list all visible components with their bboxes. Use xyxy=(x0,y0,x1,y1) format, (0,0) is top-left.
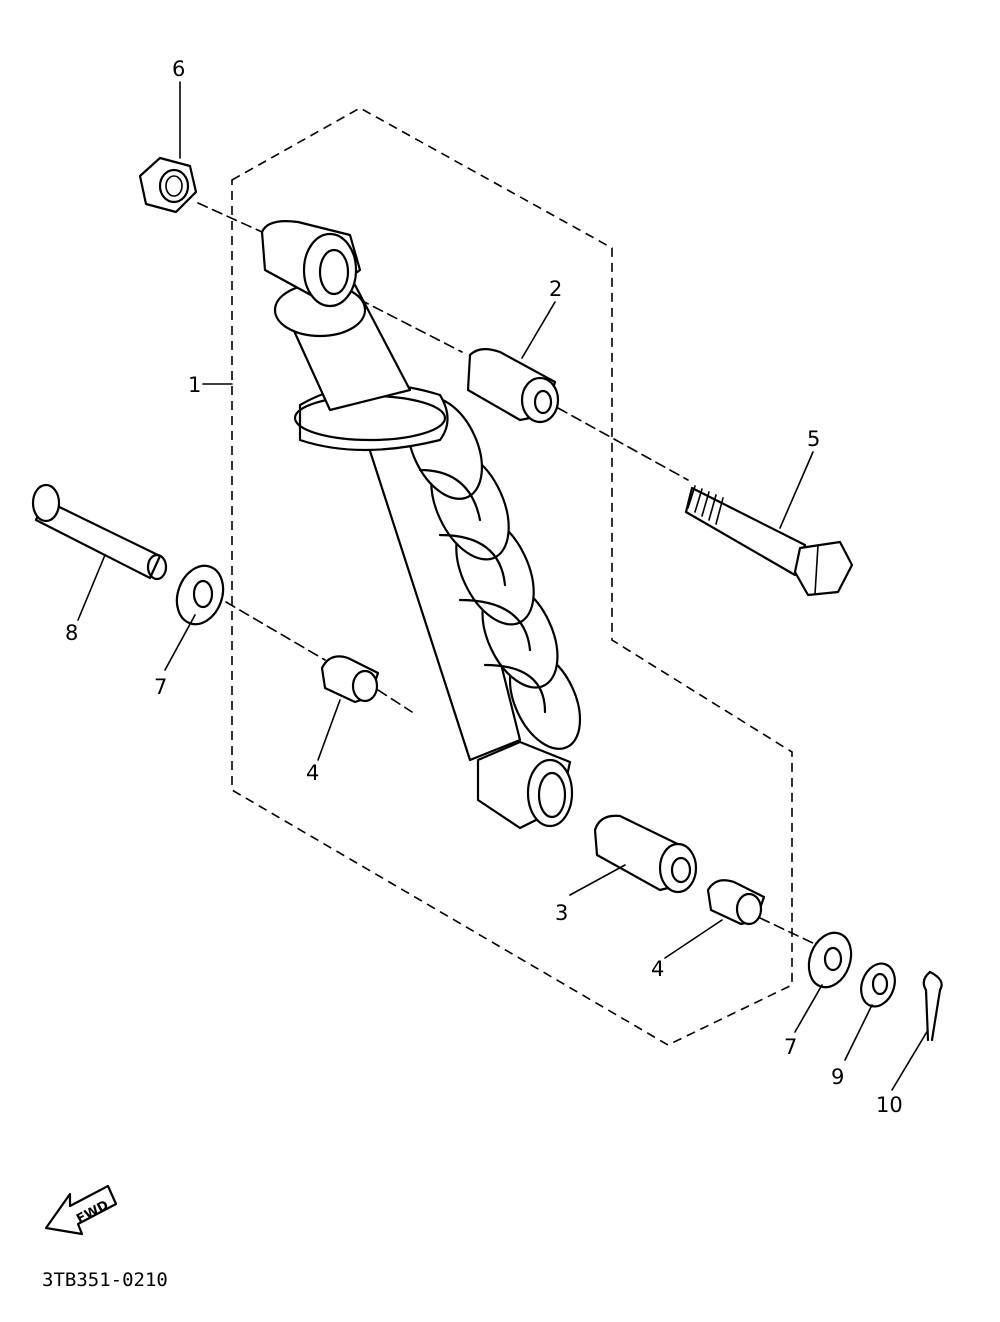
bush-part-2 xyxy=(466,348,560,424)
callout-3: 3 xyxy=(555,901,568,925)
bolt-part-5 xyxy=(684,485,854,597)
washer-part-7-left xyxy=(175,564,225,626)
callout-6: 6 xyxy=(172,57,185,81)
callout-labels: 6 2 1 5 8 7 4 3 4 7 9 10 xyxy=(65,57,903,1117)
callout-8: 8 xyxy=(65,621,78,645)
washer-part-9 xyxy=(860,962,896,1008)
leader-lines xyxy=(77,81,929,1091)
assembly-boundary xyxy=(231,107,793,1046)
cotter-pin-part-10 xyxy=(922,970,943,1042)
nut-part-6 xyxy=(138,156,198,214)
forward-direction-arrow: FWD xyxy=(44,1184,118,1236)
callout-7-left: 7 xyxy=(154,675,167,699)
bush-part-3 xyxy=(593,814,698,894)
shaft-part-8 xyxy=(31,483,168,581)
callout-10: 10 xyxy=(876,1093,903,1117)
drawing-code: 3TB351-0210 xyxy=(42,1269,168,1291)
callout-7-right: 7 xyxy=(784,1035,797,1059)
callout-1: 1 xyxy=(188,373,201,397)
bolt-thread xyxy=(687,485,724,525)
shock-absorber-part-1 xyxy=(260,220,582,830)
collar-part-4-right xyxy=(706,879,766,926)
callout-2: 2 xyxy=(549,277,562,301)
collar-part-4-left xyxy=(320,655,380,704)
callout-4-left: 4 xyxy=(306,761,319,785)
callout-5: 5 xyxy=(807,427,820,451)
washer-part-7-right xyxy=(807,931,853,989)
callout-4-right: 4 xyxy=(651,957,664,981)
callout-9: 9 xyxy=(831,1065,844,1089)
